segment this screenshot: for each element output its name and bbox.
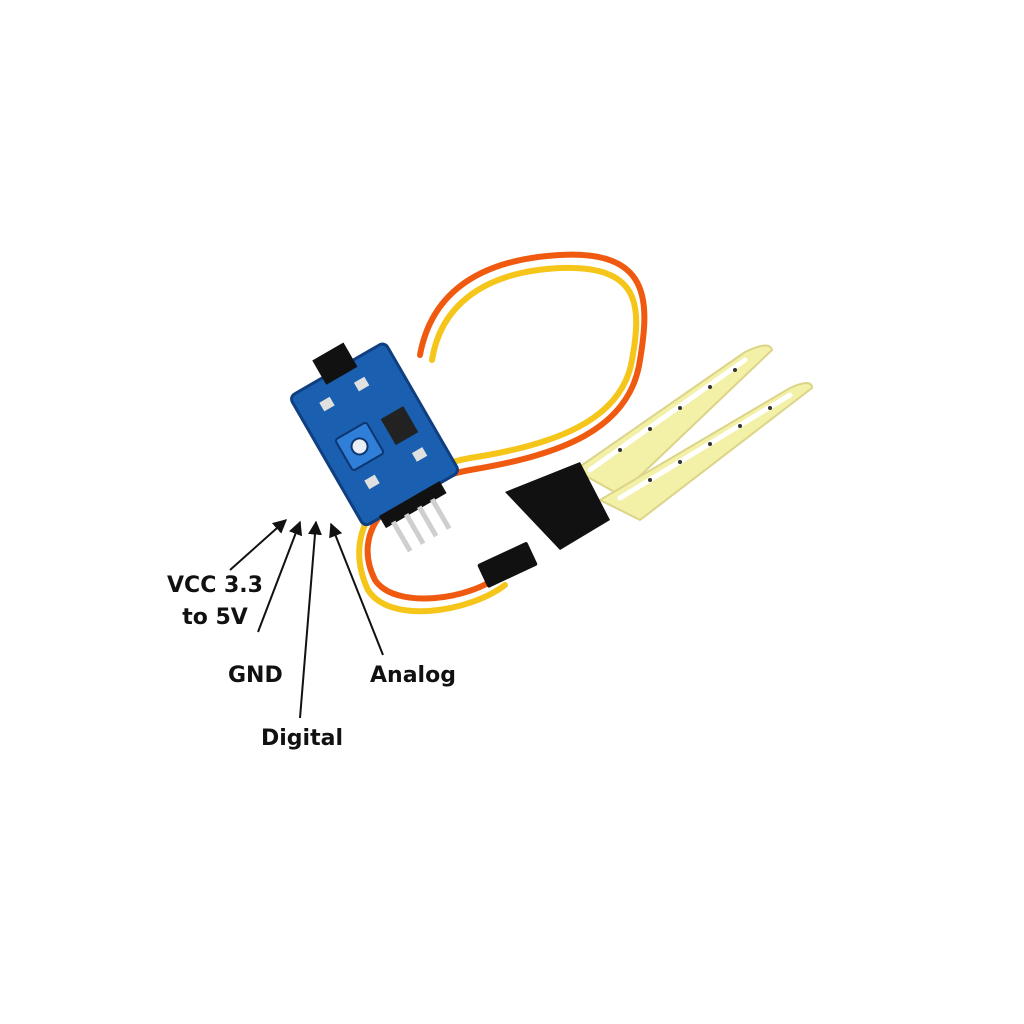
soil-probe	[477, 344, 814, 588]
label-digital: Digital	[261, 726, 343, 751]
module-pin-header	[378, 481, 447, 529]
label-analog: Analog	[370, 663, 456, 688]
probe-prong-left	[573, 344, 774, 497]
probe-base	[505, 462, 610, 550]
wire-yellow-upper	[356, 264, 640, 615]
arrow-digital	[299, 520, 322, 719]
label-vcc-line1: VCC 3.3	[167, 573, 263, 598]
module-top-connector	[312, 342, 358, 385]
probe-connector	[477, 542, 538, 588]
jumper-wires	[356, 251, 648, 615]
sensor-module	[290, 342, 459, 553]
pin-arrows	[229, 519, 384, 719]
wire-orange-upper	[364, 251, 648, 602]
arrow-vcc	[229, 519, 288, 571]
chip	[380, 406, 419, 446]
label-vcc-line2: to 5V	[182, 605, 248, 630]
label-vcc: VCC 3.3 to 5V	[160, 570, 270, 634]
label-gnd: GND	[228, 663, 283, 688]
arrow-gnd	[257, 520, 303, 633]
probe-prong-right	[597, 382, 814, 522]
arrow-analog	[329, 522, 384, 656]
